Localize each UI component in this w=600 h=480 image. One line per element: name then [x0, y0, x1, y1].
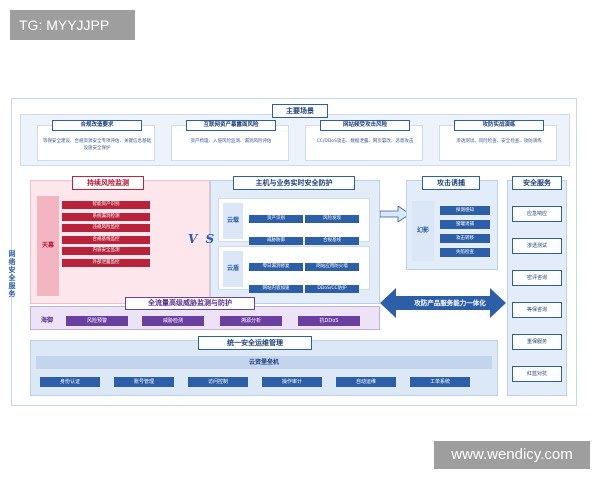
traffic-item: 抗DDoS [298, 316, 360, 326]
attack-item: 蜜罐诱捕 [440, 220, 490, 229]
scenario-card: 合规改造要求 等保安全建设、合规资源安全专项评估、关键信息基础设施安全保护 [37, 120, 155, 161]
risk-item: 内容安全监测 [62, 247, 150, 255]
scenario-card: 互联网资产暴露面风险 资产梳理、入侵风险监测、漏洞风险评估 [171, 120, 289, 161]
risk-item: 外部泄露监控 [62, 258, 150, 267]
attack-product-label: 幻影 [412, 201, 434, 261]
risk-product-label: 天幕 [37, 196, 59, 296]
service-item: 渗透测试 [512, 238, 562, 254]
ops-item: 自动运维 [336, 377, 396, 387]
bastion-bar: 云资堡垒机 [36, 356, 492, 369]
attack-item: 攻击转移 [440, 234, 490, 243]
scenarios-band: 合规改造要求 等保安全建设、合规资源安全专项评估、关键信息基础设施安全保护 互联… [20, 114, 570, 166]
security-services-title: 安全服务 [512, 176, 562, 190]
scenario-text: 渗透测试、风险检查、安全检查、攻防演练 [456, 139, 542, 144]
ops-item: 操作审计 [262, 377, 322, 387]
scenarios-title: 主要场景 [272, 104, 328, 118]
traffic-item: 溯源分析 [220, 316, 282, 326]
service-item: 密评咨询 [512, 270, 562, 286]
host-item: 风险发现 [305, 215, 359, 223]
side-label: 网络安全服务 [8, 250, 16, 298]
ops-item: 工单系统 [410, 377, 470, 387]
risk-item: 合规基线监控 [62, 235, 150, 244]
right-arrow-icon [380, 206, 410, 222]
scenario-card: 攻防实战演练 渗透测试、风险检查、安全检查、攻防演练 [439, 120, 557, 161]
ops-item: 访问控制 [188, 377, 248, 387]
host-item: 合规基线 [305, 237, 359, 245]
scenario-card: 网站频受攻击风险 CC/DDoS攻击、数据泄露、网页篡改、恶意攻击 [305, 120, 423, 161]
host-item: 网站内容加速 [249, 285, 303, 293]
host-item: 威胁防御 [249, 237, 303, 245]
scenario-title: 合规改造要求 [52, 120, 142, 131]
risk-item: 违规风险监控 [62, 224, 150, 232]
attack-capture-title: 攻击诱捕 [422, 176, 480, 190]
risk-monitoring-title: 持续风险监测 [72, 176, 144, 190]
scenario-title: 攻防实战演练 [454, 120, 544, 131]
integration-text: 攻防产品服务能力一体化 [414, 299, 486, 307]
vs-label: V S [188, 232, 217, 246]
scenario-text: 资产梳理、入侵风险监测、漏洞风险评估 [190, 139, 272, 144]
risk-item-list: 智能资产识别 系统漏洞检测 违规风险监控 合规基线监控 内容安全监测 外部泄露监… [62, 201, 150, 270]
service-item: 等保咨询 [512, 302, 562, 318]
attack-item: 失陷检查 [440, 248, 490, 257]
ops-item: 账号管理 [114, 377, 174, 387]
ops-management-title: 统一安全运维管理 [198, 336, 312, 350]
ops-item: 身份认证 [40, 377, 100, 387]
traffic-monitoring-title: 全流量高级威胁监测与防护 [125, 297, 255, 310]
watermark-top: TG: MYYJJPP [10, 10, 135, 40]
host-group-label: 云载 [223, 203, 243, 239]
risk-item: 系统漏洞检测 [62, 212, 150, 221]
service-item: 应急响应 [512, 206, 562, 222]
host-group-label: 云盾 [223, 251, 243, 287]
host-item: 零日漏洞修复 [249, 263, 303, 271]
host-protection-title: 主机与业务实时安全防护 [233, 176, 355, 190]
service-item: 重保服务 [512, 334, 562, 350]
watermark-bottom: www.wendicy.com [434, 441, 590, 469]
attack-item: 探测感知 [440, 206, 490, 215]
scenario-title: 网站频受攻击风险 [320, 120, 410, 131]
host-item: 资产识别 [249, 215, 303, 223]
traffic-item: 威胁检测 [142, 316, 204, 326]
service-item: 红蓝对抗 [512, 366, 562, 382]
double-arrow-icon [380, 288, 506, 318]
traffic-product-label: 海御 [40, 317, 53, 324]
traffic-item: 风险预警 [66, 316, 128, 326]
scenario-text: 等保安全建设、合规资源安全专项评估、关键信息基础设施安全保护 [43, 139, 151, 151]
host-item: 网站应用防火墙 [305, 263, 359, 271]
scenario-text: CC/DDoS攻击、数据泄露、网页篡改、恶意攻击 [316, 139, 414, 144]
scenario-title: 互联网资产暴露面风险 [186, 120, 276, 131]
host-item: DDoS/CC防护 [305, 285, 359, 293]
risk-item: 智能资产识别 [62, 201, 150, 209]
